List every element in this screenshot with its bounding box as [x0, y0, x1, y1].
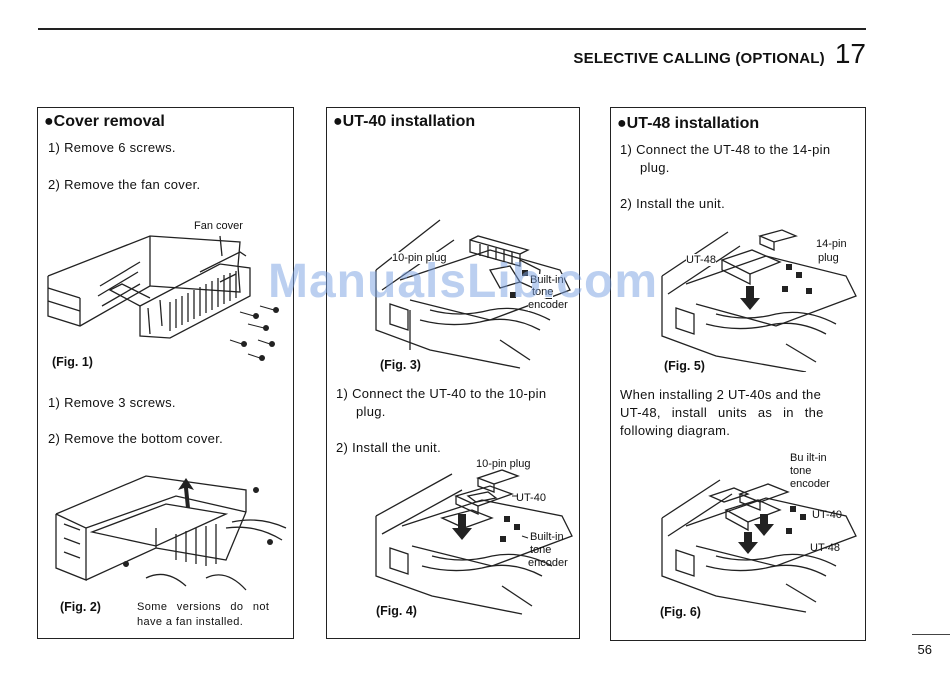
callout-label: UT-48 [686, 254, 716, 266]
fig-label: (Fig. 6) [660, 605, 701, 619]
callout-label: UT-40 [516, 492, 546, 504]
fig-label: (Fig. 2) [60, 600, 101, 614]
panel-title: ●UT-48 installation [617, 115, 760, 132]
step-text: 2) Remove the bottom cover. [48, 431, 224, 446]
section-number: 17 [834, 38, 866, 69]
fig-label: (Fig. 5) [664, 359, 705, 373]
callout-label: UT-40 [812, 509, 842, 521]
step-text: 2) Install the unit. [336, 440, 441, 455]
callout-label: 10-pin plug [476, 458, 531, 470]
fig-label: (Fig. 1) [52, 355, 93, 369]
callout-label: 10-pin plug [392, 252, 447, 264]
panel-ut48-installation [610, 107, 866, 641]
panel-cover-removal [37, 107, 294, 639]
callout-label: encoder [528, 299, 568, 311]
fig-label: (Fig. 3) [380, 358, 421, 372]
fig-label: (Fig. 4) [376, 604, 417, 618]
panel-title: ●UT-40 installation [333, 113, 476, 130]
fig1-illustration [47, 235, 279, 361]
callout-label: 14-pin [816, 238, 847, 250]
paragraph-line: UT-48, install units as in the [620, 405, 824, 420]
callout-label: encoder [528, 557, 568, 569]
paragraph-line: When installing 2 UT-40s and the [620, 387, 822, 402]
callout-label: Bu ilt-in [790, 452, 827, 464]
step-text: 2) Install the unit. [620, 196, 725, 211]
fig2-illustration [55, 475, 287, 591]
page-number: 56 [917, 642, 932, 657]
fig6-illustration [661, 479, 857, 613]
fig-note: Some versions do not [137, 601, 270, 613]
step-text: plug. [356, 404, 386, 419]
page-number-rule [912, 634, 950, 635]
page-header: SELECTIVE CALLING (OPTIONAL) 17 [573, 38, 866, 70]
step-text: 1) Connect the UT-48 to the 14-pin [620, 142, 831, 157]
callout-label: Fan cover [194, 220, 243, 232]
step-text: 1) Remove 6 screws. [48, 140, 176, 155]
panel-title: ●Cover removal [44, 113, 165, 130]
paragraph-line: following diagram. [620, 423, 731, 438]
section-title: SELECTIVE CALLING (OPTIONAL) [573, 50, 825, 67]
step-text: 1) Remove 3 screws. [48, 395, 176, 410]
panel-ut40-installation [326, 107, 580, 639]
fig-note: have a fan installed. [137, 616, 244, 628]
callout-label: UT-48 [810, 542, 840, 554]
callout-label: tone [790, 465, 812, 477]
callout-label: tone [532, 286, 554, 298]
callout-label: plug [818, 252, 839, 264]
fig5-illustration [661, 229, 857, 372]
callout-label: tone [530, 544, 552, 556]
step-text: plug. [640, 160, 670, 175]
top-rule [38, 28, 866, 30]
step-text: 1) Connect the UT-40 to the 10-pin [336, 386, 547, 401]
fig4-illustration [375, 469, 573, 615]
callout-label: Built-in [530, 531, 564, 543]
callout-label: encoder [790, 478, 830, 490]
callout-label: Built-in [530, 274, 564, 286]
step-text: 2) Remove the fan cover. [48, 177, 201, 192]
